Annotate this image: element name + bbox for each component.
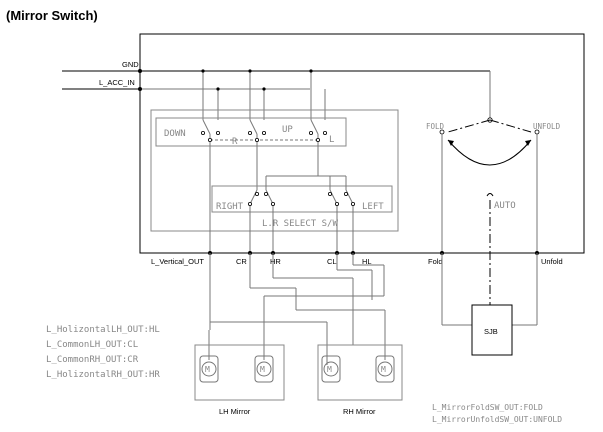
rh-mirror-label: RH Mirror [343,407,376,416]
legend-left-3: L_CommonRH_OUT:CR [46,355,139,365]
hr-label: HR [270,257,281,266]
lr-contact-dots [247,191,355,206]
svg-text:M: M [381,365,386,374]
rh-mirror-box [317,344,403,401]
fold-switch-label: FOLD [426,122,445,131]
fold-arrow-left [448,140,454,146]
l-vertical-out-label: L_Vertical_OUT [151,257,204,266]
svg-text:M: M [327,365,332,374]
down-label: DOWN [164,129,186,139]
rh-motor-2: M [375,355,395,383]
acc-label: L_ACC_IN [99,78,135,87]
legend-left-2: L_CommonLH_OUT:CL [46,340,138,350]
lh-mirror-label: LH Mirror [219,407,251,416]
unfold-switch-label: UNFOLD [533,122,561,131]
diagram-title: (Mirror Switch) [6,8,98,23]
svg-text:M: M [260,365,265,374]
lh-motor-1: M [199,355,219,383]
harness-wires [208,253,538,365]
legend-left-1: L_HolizontalLH_OUT:HL [46,325,160,335]
sjb-box [471,304,513,356]
cr-label: CR [236,257,247,266]
l-label: L [329,135,334,145]
r-label: R [232,137,238,147]
left-label: LEFT [362,202,384,212]
lh-motor-2: M [254,355,274,383]
lr-select-label: L.R SELECT S/W [262,219,338,229]
legend-right-1: L_MirrorFoldSW_OUT:FOLD [432,403,543,412]
lr-select-contacts [209,175,354,253]
lh-mirror-box [194,344,285,401]
up-down-contact-dots [200,130,327,142]
switch-feed-wires [202,71,326,120]
up-label: UP [282,125,293,135]
auto-label: AUTO [494,201,516,211]
unfold-out-label: Unfold [541,257,563,266]
fold-arrow-right [525,140,531,146]
cl-label: CL [327,257,337,266]
sjb-label: SJB [484,327,498,336]
gnd-label: GND [122,60,139,69]
unfold-lever [489,119,532,133]
legend-left-4: L_HolizontalRH_OUT:HR [46,370,160,380]
hl-label: HL [362,257,372,266]
inner-switch-area [150,109,399,232]
up-down-switch [155,117,347,147]
legend-right-2: L_MirrorUnfoldSW_OUT:UNFOLD [432,415,562,424]
fold-lever [447,119,491,133]
up-down-contacts [202,119,319,190]
fold-out-label: Fold [428,257,443,266]
switch-body-box [139,33,585,254]
fold-arc [447,139,532,166]
acc-pin-dot [138,87,142,91]
svg-text:M: M [205,365,210,374]
auto-symbol [486,193,494,197]
gnd-pin-dot [138,69,142,73]
rh-motor-1: M [321,355,341,383]
lr-select-switch [211,185,393,213]
right-label: RIGHT [216,202,244,212]
feed-junction-dots [201,69,313,91]
